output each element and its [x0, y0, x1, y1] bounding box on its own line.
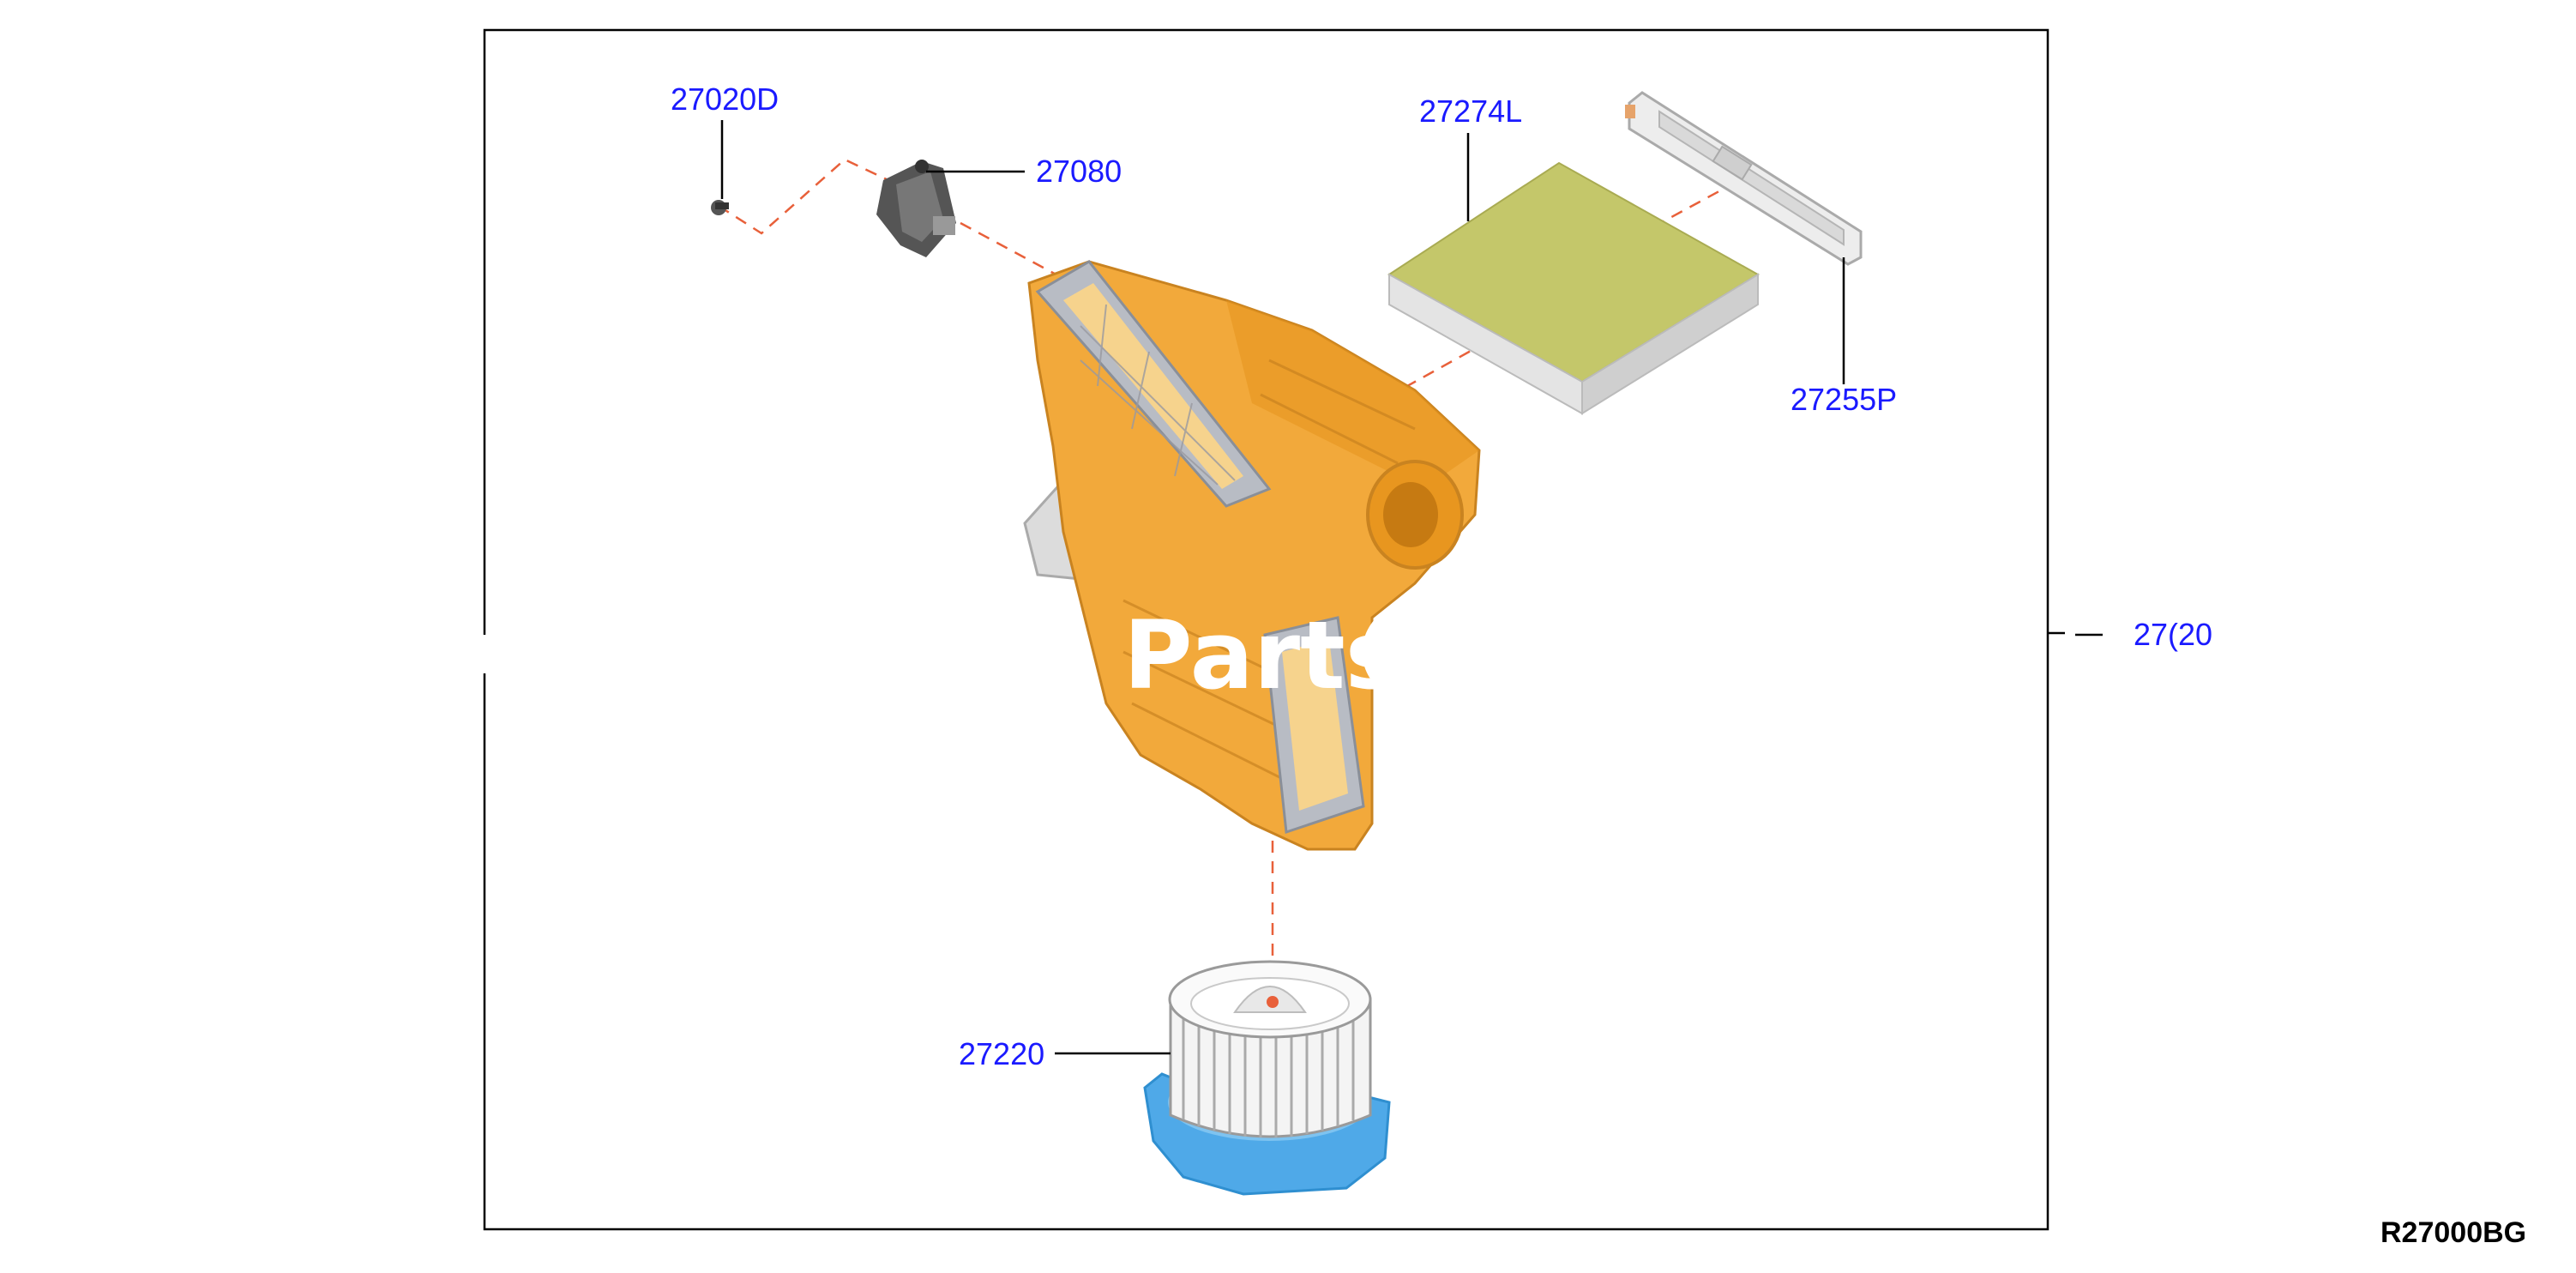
part-label-27020D[interactable]: 27020D	[671, 81, 779, 117]
blower-motor-icon	[1143, 960, 1391, 1196]
part-label-27220[interactable]: 27220	[959, 1036, 1044, 1071]
watermark-text: Parts	[1123, 600, 1401, 710]
screw-icon	[711, 200, 729, 215]
part-label-27080[interactable]: 27080	[1036, 154, 1122, 189]
cabin-air-filter-icon	[1387, 161, 1760, 415]
screw-dash-line	[718, 158, 893, 235]
part-label-27255P[interactable]: 27255P	[1791, 382, 1897, 417]
blower-housing-icon	[1023, 260, 1481, 851]
part-label-27274L[interactable]: 27274L	[1419, 94, 1522, 129]
blower-resistor-icon	[876, 160, 956, 257]
diagram-frame	[483, 28, 2049, 1231]
reference-code: R27000BG	[2380, 1216, 2526, 1249]
part-label-assembly-cut[interactable]: 27(20	[2134, 617, 2212, 652]
watermark-logo-fragment	[1362, 608, 1399, 696]
cover-dash-line	[1663, 180, 1737, 223]
filter-cover-icon	[1625, 91, 1863, 266]
